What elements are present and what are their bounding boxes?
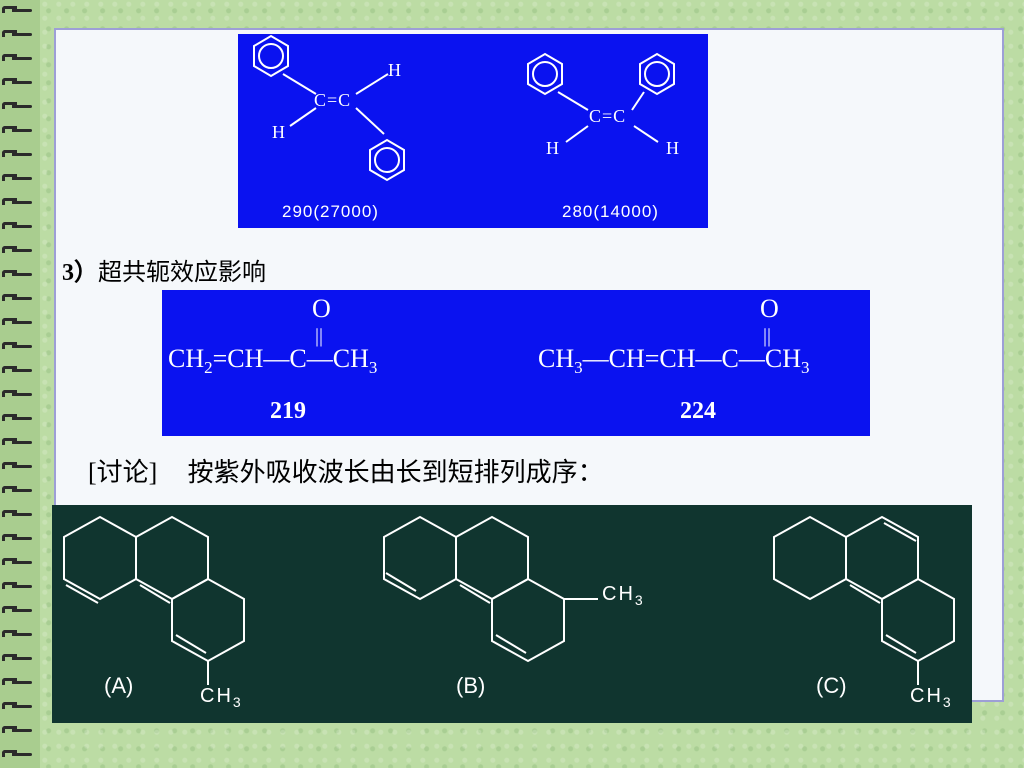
binding-ring-icon: [2, 78, 34, 87]
cis-h-left: H: [546, 138, 560, 158]
left-carbonyl-oxygen: O: [312, 294, 331, 323]
binding-ring-icon: [2, 126, 34, 135]
binding-ring-icon: [2, 702, 34, 711]
binding-ring-icon: [2, 6, 34, 15]
binding-ring-icon: [2, 294, 34, 303]
binding-ring-icon: [2, 390, 34, 399]
trans-cc-label: C=C: [314, 90, 352, 110]
binding-ring-icon: [2, 270, 34, 279]
left-ketone-lambda: 219: [270, 398, 306, 424]
right-carbonyl-bond: ||: [763, 325, 772, 347]
binding-ring-icon: [2, 318, 34, 327]
binding-ring-icon: [2, 222, 34, 231]
molecule-a-label: (A): [104, 673, 134, 698]
binding-ring-icon: [2, 534, 34, 543]
molecule-a-methyl: CH3: [200, 685, 243, 710]
binding-ring-icon: [2, 246, 34, 255]
section-title: 超共轭效应影响: [98, 258, 266, 286]
discussion-tag: [讨论]: [88, 458, 158, 487]
discussion-line: [讨论] 按紫外吸收波长由长到短排列成序：: [88, 452, 604, 489]
binding-ring-icon: [2, 30, 34, 39]
binding-ring-icon: [2, 438, 34, 447]
binding-ring-icon: [2, 414, 34, 423]
molecules-panel: (A) CH3 (B) CH3 (C) CH3: [52, 505, 972, 723]
section-heading: 3）超共轭效应影响: [62, 252, 266, 287]
binding-ring-icon: [2, 558, 34, 567]
cis-stilbene-value: 280(14000): [562, 202, 659, 221]
spiral-binding: [0, 0, 40, 768]
binding-ring-icon: [2, 174, 34, 183]
stilbene-structures: [253, 34, 675, 182]
cis-cc-label: C=C: [589, 106, 627, 126]
right-ketone-formula: CH3—CH=CH—C—CH3: [538, 344, 810, 378]
binding-ring-icon: [2, 150, 34, 159]
binding-ring-icon: [2, 486, 34, 495]
right-carbonyl-oxygen: O: [760, 294, 779, 323]
molecule-c-label: (C): [816, 673, 847, 698]
binding-ring-icon: [2, 678, 34, 687]
trans-h-top: H: [388, 60, 402, 80]
trans-h-bottom: H: [272, 122, 286, 142]
binding-ring-icon: [2, 462, 34, 471]
trans-stilbene-value: 290(27000): [282, 202, 379, 221]
left-carbonyl-bond: ||: [315, 325, 324, 347]
cis-h-right: H: [666, 138, 680, 158]
molecule-structures: [63, 515, 955, 685]
molecule-b-label: (B): [456, 673, 486, 698]
binding-ring-icon: [2, 54, 34, 63]
binding-ring-icon: [2, 606, 34, 615]
section-number: 3）: [62, 260, 98, 286]
right-ketone-lambda: 224: [680, 398, 716, 424]
ketone-panel: O || CH2=CH—C—CH3 219 O || CH3—CH=CH—C—C…: [162, 290, 870, 436]
binding-ring-icon: [2, 726, 34, 735]
binding-ring-icon: [2, 510, 34, 519]
left-ketone-formula: CH2=CH—C—CH3: [168, 344, 378, 378]
stilbene-panel: C=C H H C=C H H 290(27000) 280(14000): [238, 34, 708, 228]
binding-ring-icon: [2, 342, 34, 351]
binding-ring-icon: [2, 366, 34, 375]
molecule-b-methyl: CH3: [602, 583, 645, 608]
molecule-c-methyl: CH3: [910, 685, 953, 710]
binding-ring-icon: [2, 198, 34, 207]
binding-ring-icon: [2, 630, 34, 639]
binding-ring-icon: [2, 102, 34, 111]
binding-ring-icon: [2, 582, 34, 591]
binding-ring-icon: [2, 750, 34, 759]
binding-ring-icon: [2, 654, 34, 663]
discussion-text: 按紫外吸收波长由长到短排列成序：: [187, 458, 604, 488]
